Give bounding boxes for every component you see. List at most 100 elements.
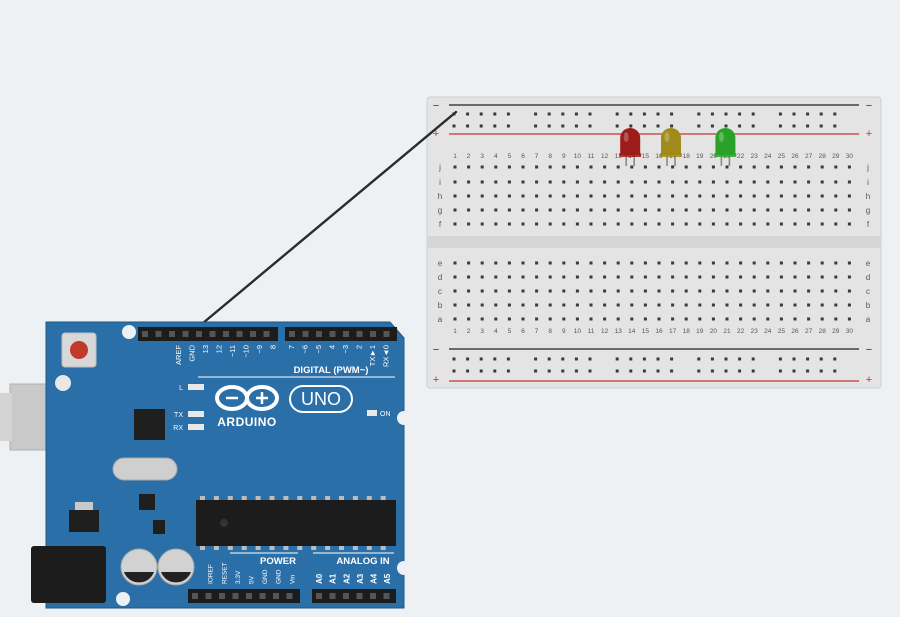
breadboard-hole[interactable]	[793, 275, 797, 279]
breadboard-hole[interactable]	[589, 261, 593, 265]
rail-hole[interactable]	[778, 112, 782, 116]
breadboard-hole[interactable]	[820, 289, 824, 293]
breadboard-hole[interactable]	[739, 303, 743, 307]
breadboard-hole[interactable]	[507, 261, 511, 265]
breadboard-hole[interactable]	[548, 289, 552, 293]
breadboard-hole[interactable]	[575, 275, 579, 279]
breadboard-hole[interactable]	[562, 222, 566, 226]
breadboard-hole[interactable]	[603, 222, 607, 226]
breadboard-hole[interactable]	[507, 165, 511, 169]
breadboard-hole[interactable]	[752, 275, 756, 279]
breadboard-hole[interactable]	[807, 303, 811, 307]
breadboard-hole[interactable]	[548, 208, 552, 212]
breadboard-hole[interactable]	[548, 194, 552, 198]
breadboard-hole[interactable]	[766, 275, 770, 279]
breadboard-hole[interactable]	[752, 194, 756, 198]
breadboard-hole[interactable]	[752, 289, 756, 293]
breadboard-hole[interactable]	[480, 208, 484, 212]
breadboard-hole[interactable]	[562, 275, 566, 279]
breadboard-hole[interactable]	[589, 165, 593, 169]
breadboard-hole[interactable]	[725, 222, 729, 226]
breadboard-hole[interactable]	[575, 289, 579, 293]
breadboard-hole[interactable]	[698, 261, 702, 265]
breadboard-hole[interactable]	[562, 317, 566, 321]
breadboard-hole[interactable]	[603, 275, 607, 279]
breadboard-hole[interactable]	[494, 194, 498, 198]
rail-hole[interactable]	[574, 112, 578, 116]
breadboard-hole[interactable]	[643, 222, 647, 226]
breadboard-hole[interactable]	[521, 194, 525, 198]
rail-hole[interactable]	[697, 112, 701, 116]
breadboard-hole[interactable]	[616, 180, 620, 184]
breadboard-hole[interactable]	[643, 208, 647, 212]
breadboard-hole[interactable]	[752, 165, 756, 169]
breadboard-hole[interactable]	[548, 180, 552, 184]
breadboard-hole[interactable]	[807, 165, 811, 169]
breadboard-hole[interactable]	[575, 303, 579, 307]
breadboard-hole[interactable]	[847, 165, 851, 169]
header-pin[interactable]	[356, 331, 363, 337]
rail-hole[interactable]	[506, 357, 510, 361]
rail-hole[interactable]	[534, 357, 538, 361]
rail-hole[interactable]	[724, 357, 728, 361]
breadboard-hole[interactable]	[657, 303, 661, 307]
breadboard-hole[interactable]	[562, 261, 566, 265]
rail-hole[interactable]	[642, 357, 646, 361]
rail-hole[interactable]	[806, 112, 810, 116]
breadboard-hole[interactable]	[711, 317, 715, 321]
rail-hole[interactable]	[751, 357, 755, 361]
breadboard-hole[interactable]	[793, 303, 797, 307]
breadboard-hole[interactable]	[820, 208, 824, 212]
rail-hole[interactable]	[561, 112, 565, 116]
rail-hole[interactable]	[724, 369, 728, 373]
analog-header[interactable]	[312, 589, 396, 603]
rail-hole[interactable]	[629, 357, 633, 361]
breadboard-hole[interactable]	[494, 180, 498, 184]
breadboard-hole[interactable]	[820, 222, 824, 226]
rail-hole[interactable]	[615, 357, 619, 361]
breadboard-hole[interactable]	[698, 165, 702, 169]
header-pin[interactable]	[329, 593, 336, 599]
breadboard-hole[interactable]	[698, 317, 702, 321]
breadboard-hole[interactable]	[535, 275, 539, 279]
breadboard-hole[interactable]	[698, 303, 702, 307]
header-pin[interactable]	[343, 593, 349, 599]
breadboard-hole[interactable]	[766, 165, 770, 169]
breadboard-hole[interactable]	[779, 208, 783, 212]
rail-hole[interactable]	[738, 124, 742, 128]
breadboard-hole[interactable]	[494, 261, 498, 265]
breadboard-hole[interactable]	[616, 261, 620, 265]
rail-hole[interactable]	[806, 124, 810, 128]
breadboard-hole[interactable]	[779, 289, 783, 293]
breadboard-hole[interactable]	[657, 208, 661, 212]
breadboard-hole[interactable]	[562, 194, 566, 198]
rail-hole[interactable]	[466, 369, 470, 373]
rail-hole[interactable]	[751, 369, 755, 373]
breadboard-hole[interactable]	[671, 208, 675, 212]
rail-hole[interactable]	[670, 124, 674, 128]
rail-hole[interactable]	[833, 357, 837, 361]
breadboard-hole[interactable]	[467, 303, 471, 307]
breadboard-hole[interactable]	[766, 317, 770, 321]
breadboard-hole[interactable]	[630, 289, 634, 293]
breadboard-hole[interactable]	[480, 165, 484, 169]
rail-hole[interactable]	[697, 369, 701, 373]
digital-header-right[interactable]	[285, 327, 397, 341]
rail-hole[interactable]	[656, 112, 660, 116]
breadboard-hole[interactable]	[698, 180, 702, 184]
rail-hole[interactable]	[710, 124, 714, 128]
breadboard-hole[interactable]	[779, 194, 783, 198]
breadboard-hole[interactable]	[453, 275, 457, 279]
breadboard-hole[interactable]	[766, 208, 770, 212]
rail-hole[interactable]	[466, 112, 470, 116]
breadboard-hole[interactable]	[684, 194, 688, 198]
header-pin[interactable]	[205, 593, 212, 599]
breadboard-hole[interactable]	[575, 194, 579, 198]
breadboard-hole[interactable]	[616, 165, 620, 169]
rail-hole[interactable]	[588, 124, 592, 128]
breadboard-hole[interactable]	[548, 222, 552, 226]
breadboard-hole[interactable]	[793, 289, 797, 293]
breadboard-hole[interactable]	[643, 180, 647, 184]
breadboard-hole[interactable]	[739, 165, 743, 169]
